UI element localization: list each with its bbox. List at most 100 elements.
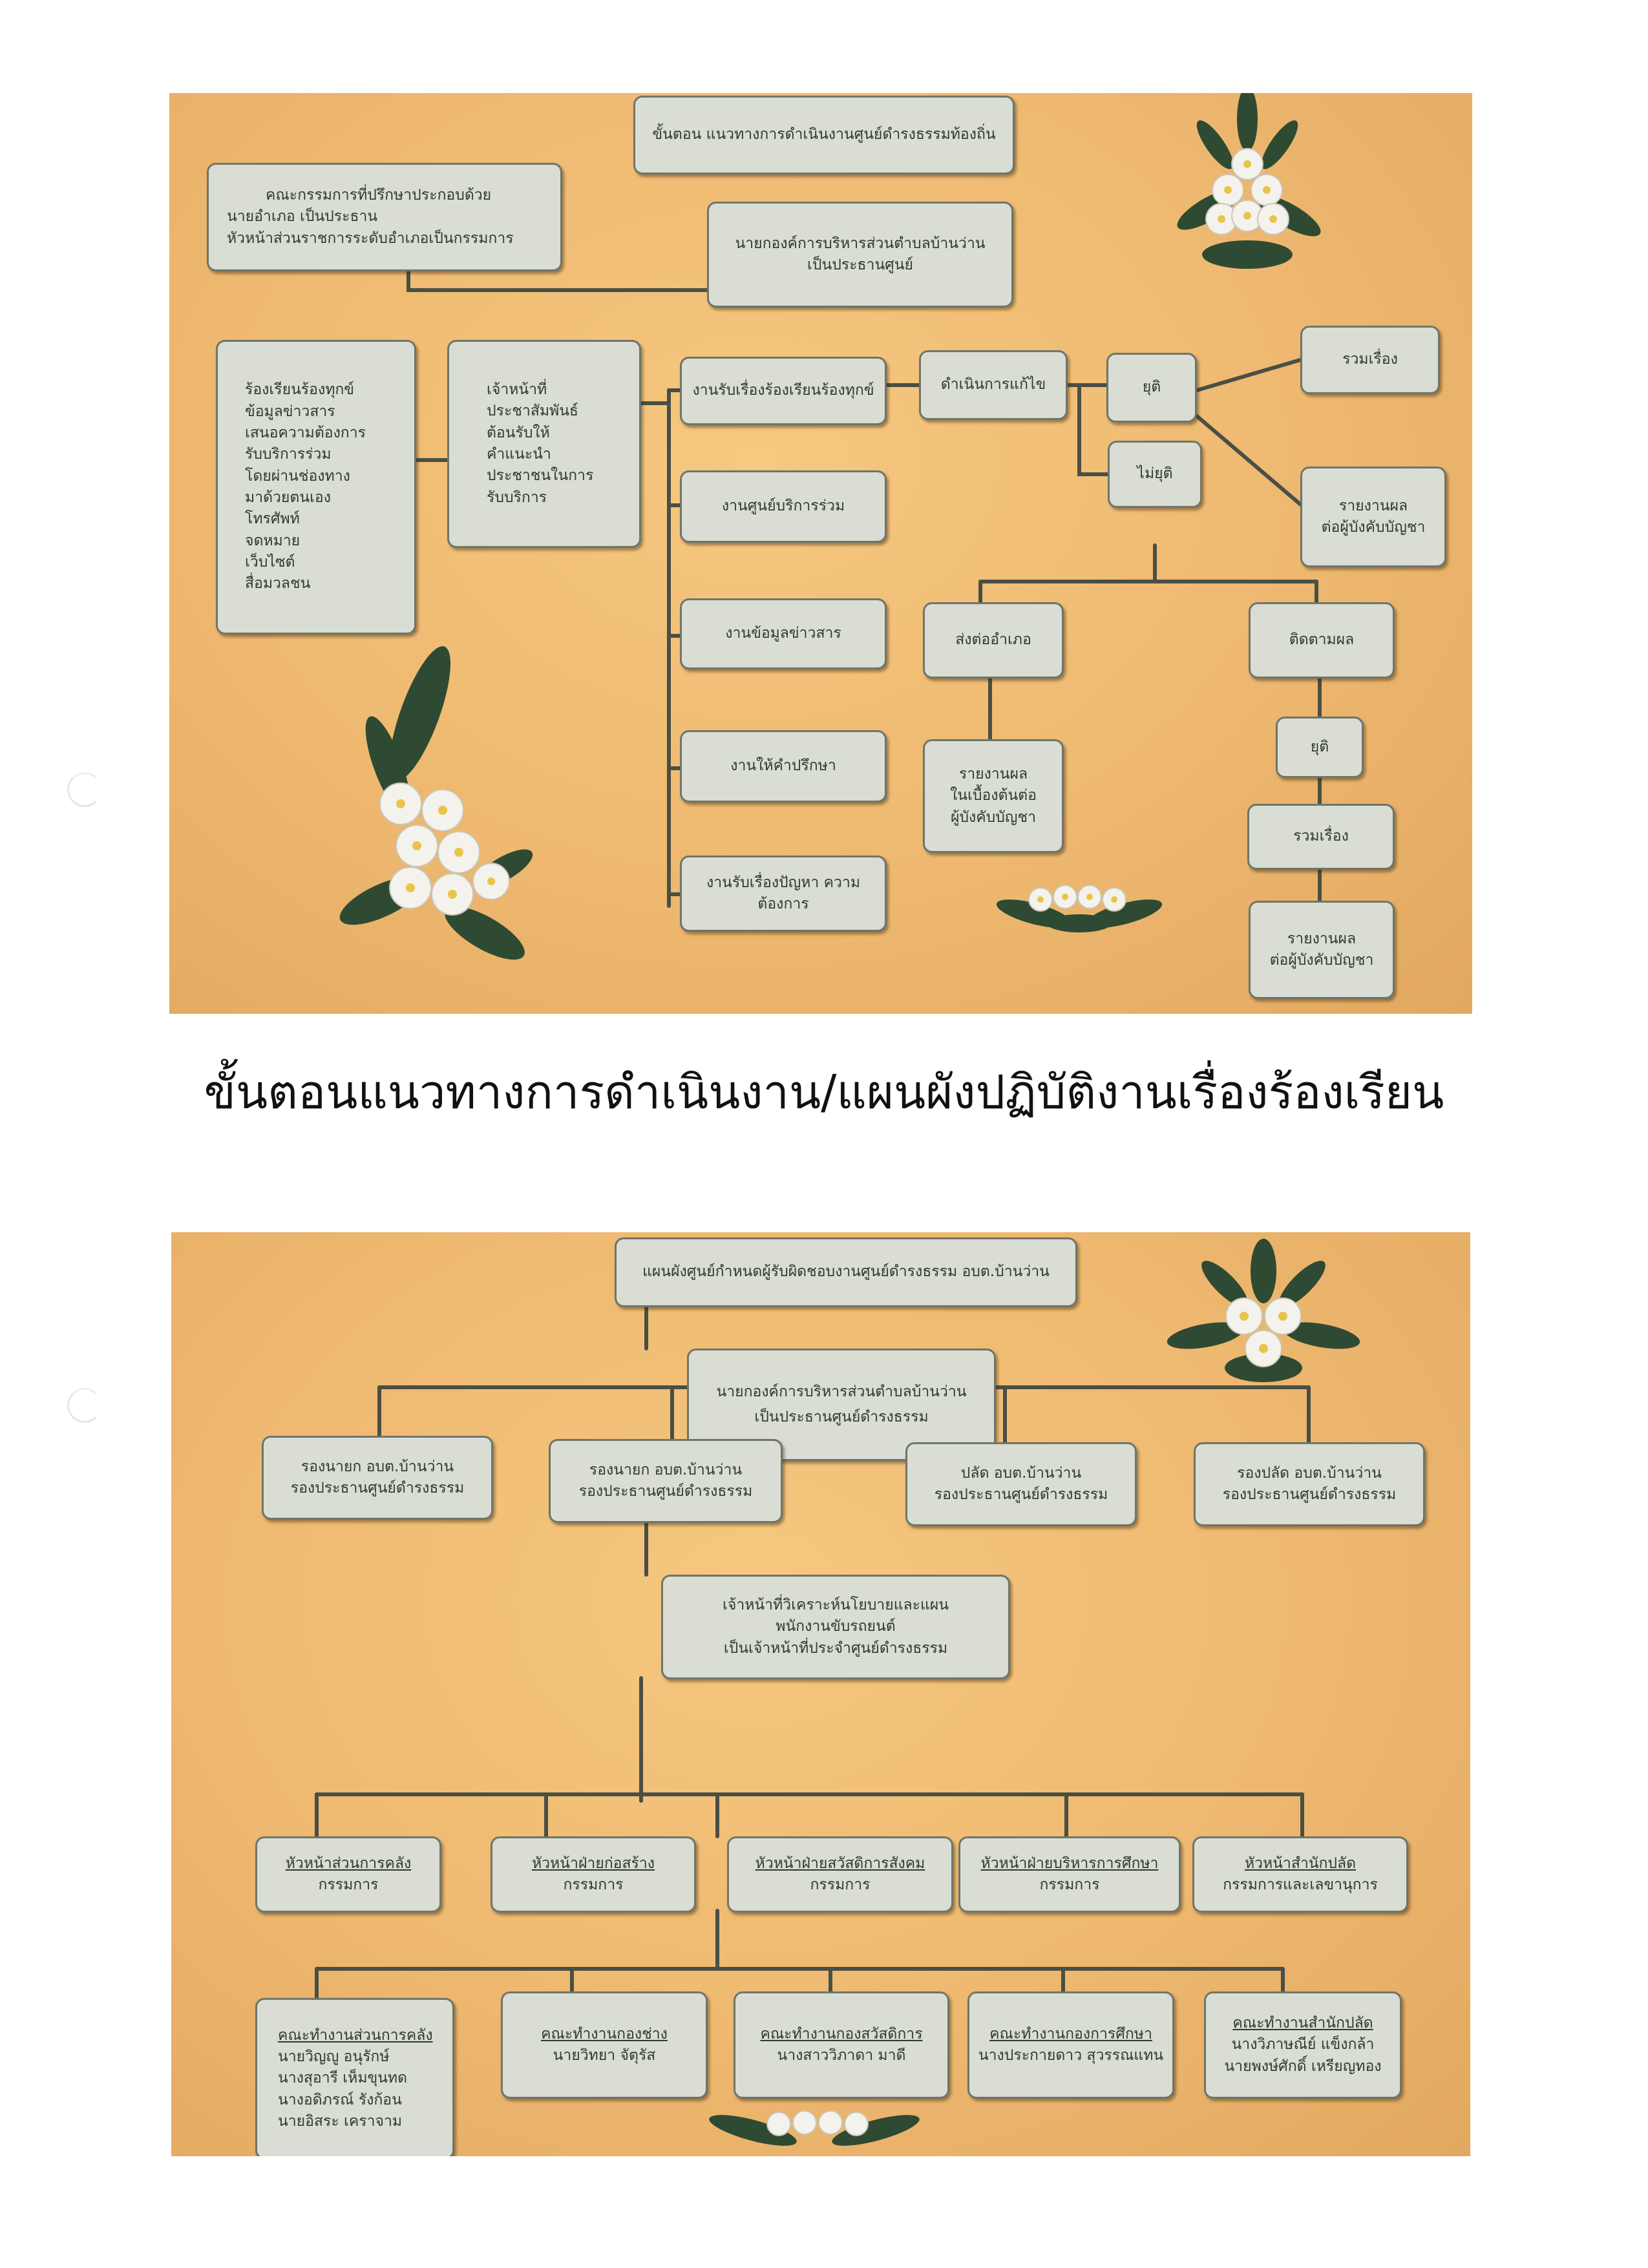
head-role: กรรมการและเลขานุการ: [1223, 1876, 1378, 1893]
chart1-title-box: ขั้นตอน แนวทางการดำเนินงานศูนย์ดำรงธรรมท…: [633, 96, 1015, 174]
service-label: งานศูนย์บริการร่วม: [721, 498, 845, 515]
report-line: ต่อผู้บังคับบัญชา: [1269, 952, 1374, 969]
ended-label: ยุติ: [1142, 379, 1161, 396]
deputy-box-2: รองนายก อบต.บ้านว่าน รองประธานศูนย์ดำรงธ…: [549, 1439, 783, 1523]
team-member: นางอดิภรณ์ รังก้อน: [278, 2091, 402, 2108]
team-member: นายวิทยา จัตุรัส: [553, 2047, 656, 2064]
deputy-title: รองนายก อบต.บ้านว่าน: [301, 1458, 454, 1475]
service-label: งานข้อมูลข่าวสาร: [725, 625, 841, 642]
deputy-role: รองประธานศูนย์ดำรงธรรม: [1222, 1486, 1397, 1503]
service-information-box: งานข้อมูลข่าวสาร: [680, 598, 887, 669]
report-line: ในเบื้องต้นต่อ: [950, 787, 1037, 804]
channel-item: ข้อมูลข่าวสาร: [245, 403, 335, 420]
channel-item: โทรศัพท์: [245, 510, 300, 528]
flower-decoration-icon: [339, 646, 533, 960]
pr-officer-line: ประชาสัมพันธ์: [487, 403, 578, 420]
connector-lines: [407, 266, 1322, 908]
report-line: รายงานผล: [1287, 930, 1357, 947]
service-joint-box: งานศูนย์บริการร่วม: [680, 470, 887, 543]
pr-officer-line: ต้อนรับให้: [487, 424, 550, 441]
head-role: กรรมการ: [318, 1876, 379, 1893]
flower-decoration-icon: [1177, 93, 1321, 269]
team-member: นายวิญญู อนุรักษ์: [278, 2048, 390, 2065]
chart2-title-box: แผนผังศูนย์กำหนดผู้รับผิดชอบงานศูนย์ดำรง…: [615, 1237, 1077, 1307]
deputy-box-4: รองปลัด อบต.บ้านว่าน รองประธานศูนย์ดำรงธ…: [1194, 1442, 1425, 1526]
head-title: หัวหน้าฝ่ายสวัสดิการสังคม: [755, 1854, 925, 1872]
officer-line: เจ้าหน้าที่วิเคราะห์นโยบายและแผน: [723, 1596, 949, 1613]
team-title: คณะทำงานกองสวัสดิการ: [760, 2025, 923, 2042]
report-line: รายงานผล: [958, 765, 1028, 782]
officer-line: เป็นเจ้าหน้าที่ประจำศูนย์ดำรงธรรม: [723, 1639, 948, 1657]
deputy-role: รองประธานศูนย์ดำรงธรรม: [934, 1486, 1108, 1503]
head-box-welfare: หัวหน้าฝ่ายสวัสดิการสังคม กรรมการ: [727, 1836, 953, 1913]
channel-item: จดหมาย: [245, 532, 301, 549]
section-caption: ขั้นตอนแนวทางการดำเนินงาน/แผนผังปฏิบัติง…: [204, 1065, 1444, 1119]
flower-decoration-icon: [1167, 1239, 1360, 1382]
service-problems-box: งานรับเรื่องปัญหา ความต้องการ: [680, 856, 887, 932]
ended-box-2: ยุติ: [1276, 717, 1364, 778]
pr-officer-line: รับบริการ: [487, 488, 547, 506]
head-box-finance: หัวหน้าส่วนการคลัง กรรมการ: [255, 1836, 441, 1913]
head-role: กรรมการ: [810, 1876, 871, 1893]
team-box-office: คณะทำงานสำนักปลัด นางวิภาษณีย์ แข็งกล้า …: [1204, 1991, 1402, 2099]
ended-label: ยุติ: [1310, 738, 1329, 755]
report-line: รายงานผล: [1338, 497, 1408, 514]
channel-item: มาด้วยตนเอง: [245, 489, 331, 506]
team-member: นางสาววิภาดา มาดี: [777, 2047, 906, 2064]
send-district-box: ส่งต่ออำเภอ: [923, 602, 1064, 678]
chart2-title: แผนผังศูนย์กำหนดผู้รับผิดชอบงานศูนย์ดำรง…: [642, 1263, 1050, 1281]
ended-box: ยุติ: [1106, 353, 1197, 423]
responsibility-chart-board: แผนผังศูนย์กำหนดผู้รับผิดชอบงานศูนย์ดำรง…: [171, 1232, 1470, 2156]
not-ended-box: ไม่ยุติ: [1108, 441, 1202, 508]
report-initial-box: รายงานผล ในเบื้องต้นต่อ ผู้บังคับบัญชา: [923, 739, 1064, 853]
resolve-label: ดำเนินการแก้ไข: [940, 376, 1046, 394]
report-line: ต่อผู้บังคับบัญชา: [1321, 519, 1426, 536]
hole-punch-mark: [67, 1388, 102, 1423]
report-supervisor-box: รายงานผล ต่อผู้บังคับบัญชา: [1300, 467, 1446, 567]
advisory-line: หัวหน้าส่วนราชการระดับอำเภอเป็นกรรมการ: [227, 229, 514, 247]
head-title: หัวหน้าสำนักปลัด: [1244, 1854, 1357, 1872]
service-label: งานให้คำปรึกษา: [730, 757, 836, 775]
pr-officer-line: คำแนะนำ: [487, 446, 551, 463]
head-box-construction: หัวหน้าฝ่ายก่อสร้าง กรรมการ: [491, 1836, 696, 1913]
combine-box-2: รวมเรื่อง: [1247, 804, 1395, 870]
advisory-line: นายอำเภอ เป็นประธาน: [227, 208, 378, 226]
advisory-line: คณะกรรมการที่ปรึกษาประกอบด้วย: [266, 186, 492, 204]
channel-item: เสนอความต้องการ: [245, 424, 366, 441]
team-box-welfare: คณะทำงานกองสวัสดิการ นางสาววิภาดา มาดี: [734, 1991, 949, 2099]
chart1-title: ขั้นตอน แนวทางการดำเนินงานศูนย์ดำรงธรรมท…: [652, 126, 996, 143]
channel-item: สื่อมวลชน: [245, 575, 311, 593]
chairman-line: นายกองค์การบริหารส่วนตำบลบ้านว่าน: [716, 1383, 967, 1400]
team-member: นางวิภาษณีย์ แข็งกล้า: [1231, 2036, 1375, 2053]
service-consulting-box: งานให้คำปรึกษา: [680, 730, 887, 803]
chairman-line: นายกองค์การบริหารส่วนตำบลบ้านว่าน: [735, 235, 986, 252]
channel-item: โดยผ่านช่องทาง: [245, 467, 350, 485]
send-district-label: ส่งต่ออำเภอ: [955, 631, 1031, 649]
head-role: กรรมการ: [1039, 1876, 1100, 1893]
pr-officer-line: เจ้าหน้าที่: [487, 381, 547, 398]
deputy-title: รองปลัด อบต.บ้านว่าน: [1237, 1464, 1382, 1482]
team-box-education: คณะทำงานกองการศึกษา นางประกายดาว สุวรรณแ…: [967, 1991, 1174, 2099]
pr-officer-line: ประชาชนในการ: [487, 467, 594, 485]
deputy-box-1: รองนายก อบต.บ้านว่าน รองประธานศูนย์ดำรงธ…: [262, 1436, 493, 1520]
not-ended-label: ไม่ยุติ: [1137, 465, 1173, 483]
head-title: หัวหน้าฝ่ายก่อสร้าง: [531, 1854, 655, 1872]
resolve-box: ดำเนินการแก้ไข: [919, 350, 1068, 420]
complaint-channels-box: ร้องเรียนร้องทุกข์ ข้อมูลข่าวสาร เสนอควา…: [216, 340, 416, 635]
center-officer-box: เจ้าหน้าที่วิเคราะห์นโยบายและแผน พนักงาน…: [661, 1575, 1010, 1679]
deputy-title: รองนายก อบต.บ้านว่าน: [589, 1461, 743, 1478]
service-label: งานรับเรื่องร้องเรียนร้องทุกข์: [692, 382, 874, 399]
team-member: นางสุอารี เห็มขุนทด: [278, 2070, 408, 2087]
deputy-box-3: ปลัด อบต.บ้านว่าน รองประธานศูนย์ดำรงธรรม: [905, 1442, 1137, 1526]
complaint-procedure-board: ขั้นตอน แนวทางการดำเนินงานศูนย์ดำรงธรรมท…: [169, 93, 1472, 1014]
head-box-education: หัวหน้าฝ่ายบริหารการศึกษา กรรมการ: [958, 1836, 1181, 1913]
report-line: ผู้บังคับบัญชา: [950, 808, 1036, 826]
combine-label: รวมเรื่อง: [1293, 828, 1349, 845]
deputy-title: ปลัด อบต.บ้านว่าน: [960, 1464, 1082, 1482]
deputy-role: รองประธานศูนย์ดำรงธรรม: [290, 1480, 465, 1496]
combine-label: รวมเรื่อง: [1342, 351, 1398, 368]
center-chairman-box: นายกองค์การบริหารส่วนตำบลบ้านว่าน เป็นปร…: [707, 202, 1013, 308]
head-box-office: หัวหน้าสำนักปลัด กรรมการและเลขานุการ: [1192, 1836, 1408, 1913]
team-box-finance: คณะทำงานส่วนการคลัง นายวิญญู อนุรักษ์ นา…: [255, 1998, 454, 2156]
head-role: กรรมการ: [563, 1876, 624, 1893]
